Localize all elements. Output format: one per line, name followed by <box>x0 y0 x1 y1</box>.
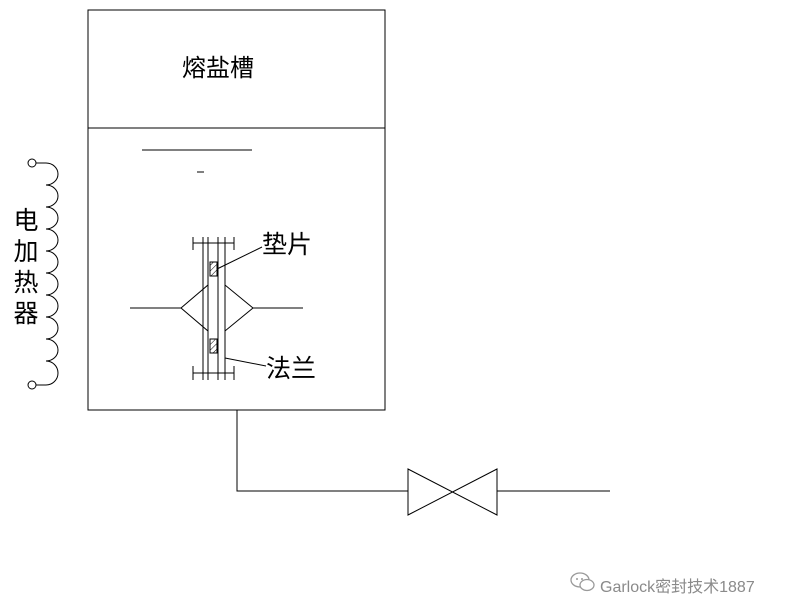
gasket-label: 垫片 <box>262 230 313 259</box>
fixture-wing-right <box>224 283 254 333</box>
gasket-bottom <box>209 338 218 354</box>
watermark-text: Garlock密封技术1887 <box>600 579 755 596</box>
gasket-top <box>209 261 218 277</box>
flange-label: 法兰 <box>266 354 317 383</box>
tank-title: 熔盐槽 <box>182 54 254 82</box>
flange-leader <box>224 357 267 367</box>
heater-char: 热 <box>13 268 39 297</box>
heater-label: 电 加 热 器 <box>10 205 42 329</box>
heater-char: 器 <box>13 299 39 328</box>
gasket-leader <box>216 246 263 270</box>
valve-symbol <box>407 468 498 516</box>
outlet-pipe <box>236 410 408 492</box>
heater-terminal-bottom <box>27 380 37 390</box>
heater-terminal-top <box>27 158 37 168</box>
heater-char: 电 <box>13 206 39 235</box>
wechat-icon <box>570 572 595 592</box>
heater-coil <box>45 162 59 386</box>
fixture-wing-left <box>180 283 209 333</box>
heater-char: 加 <box>13 237 39 266</box>
